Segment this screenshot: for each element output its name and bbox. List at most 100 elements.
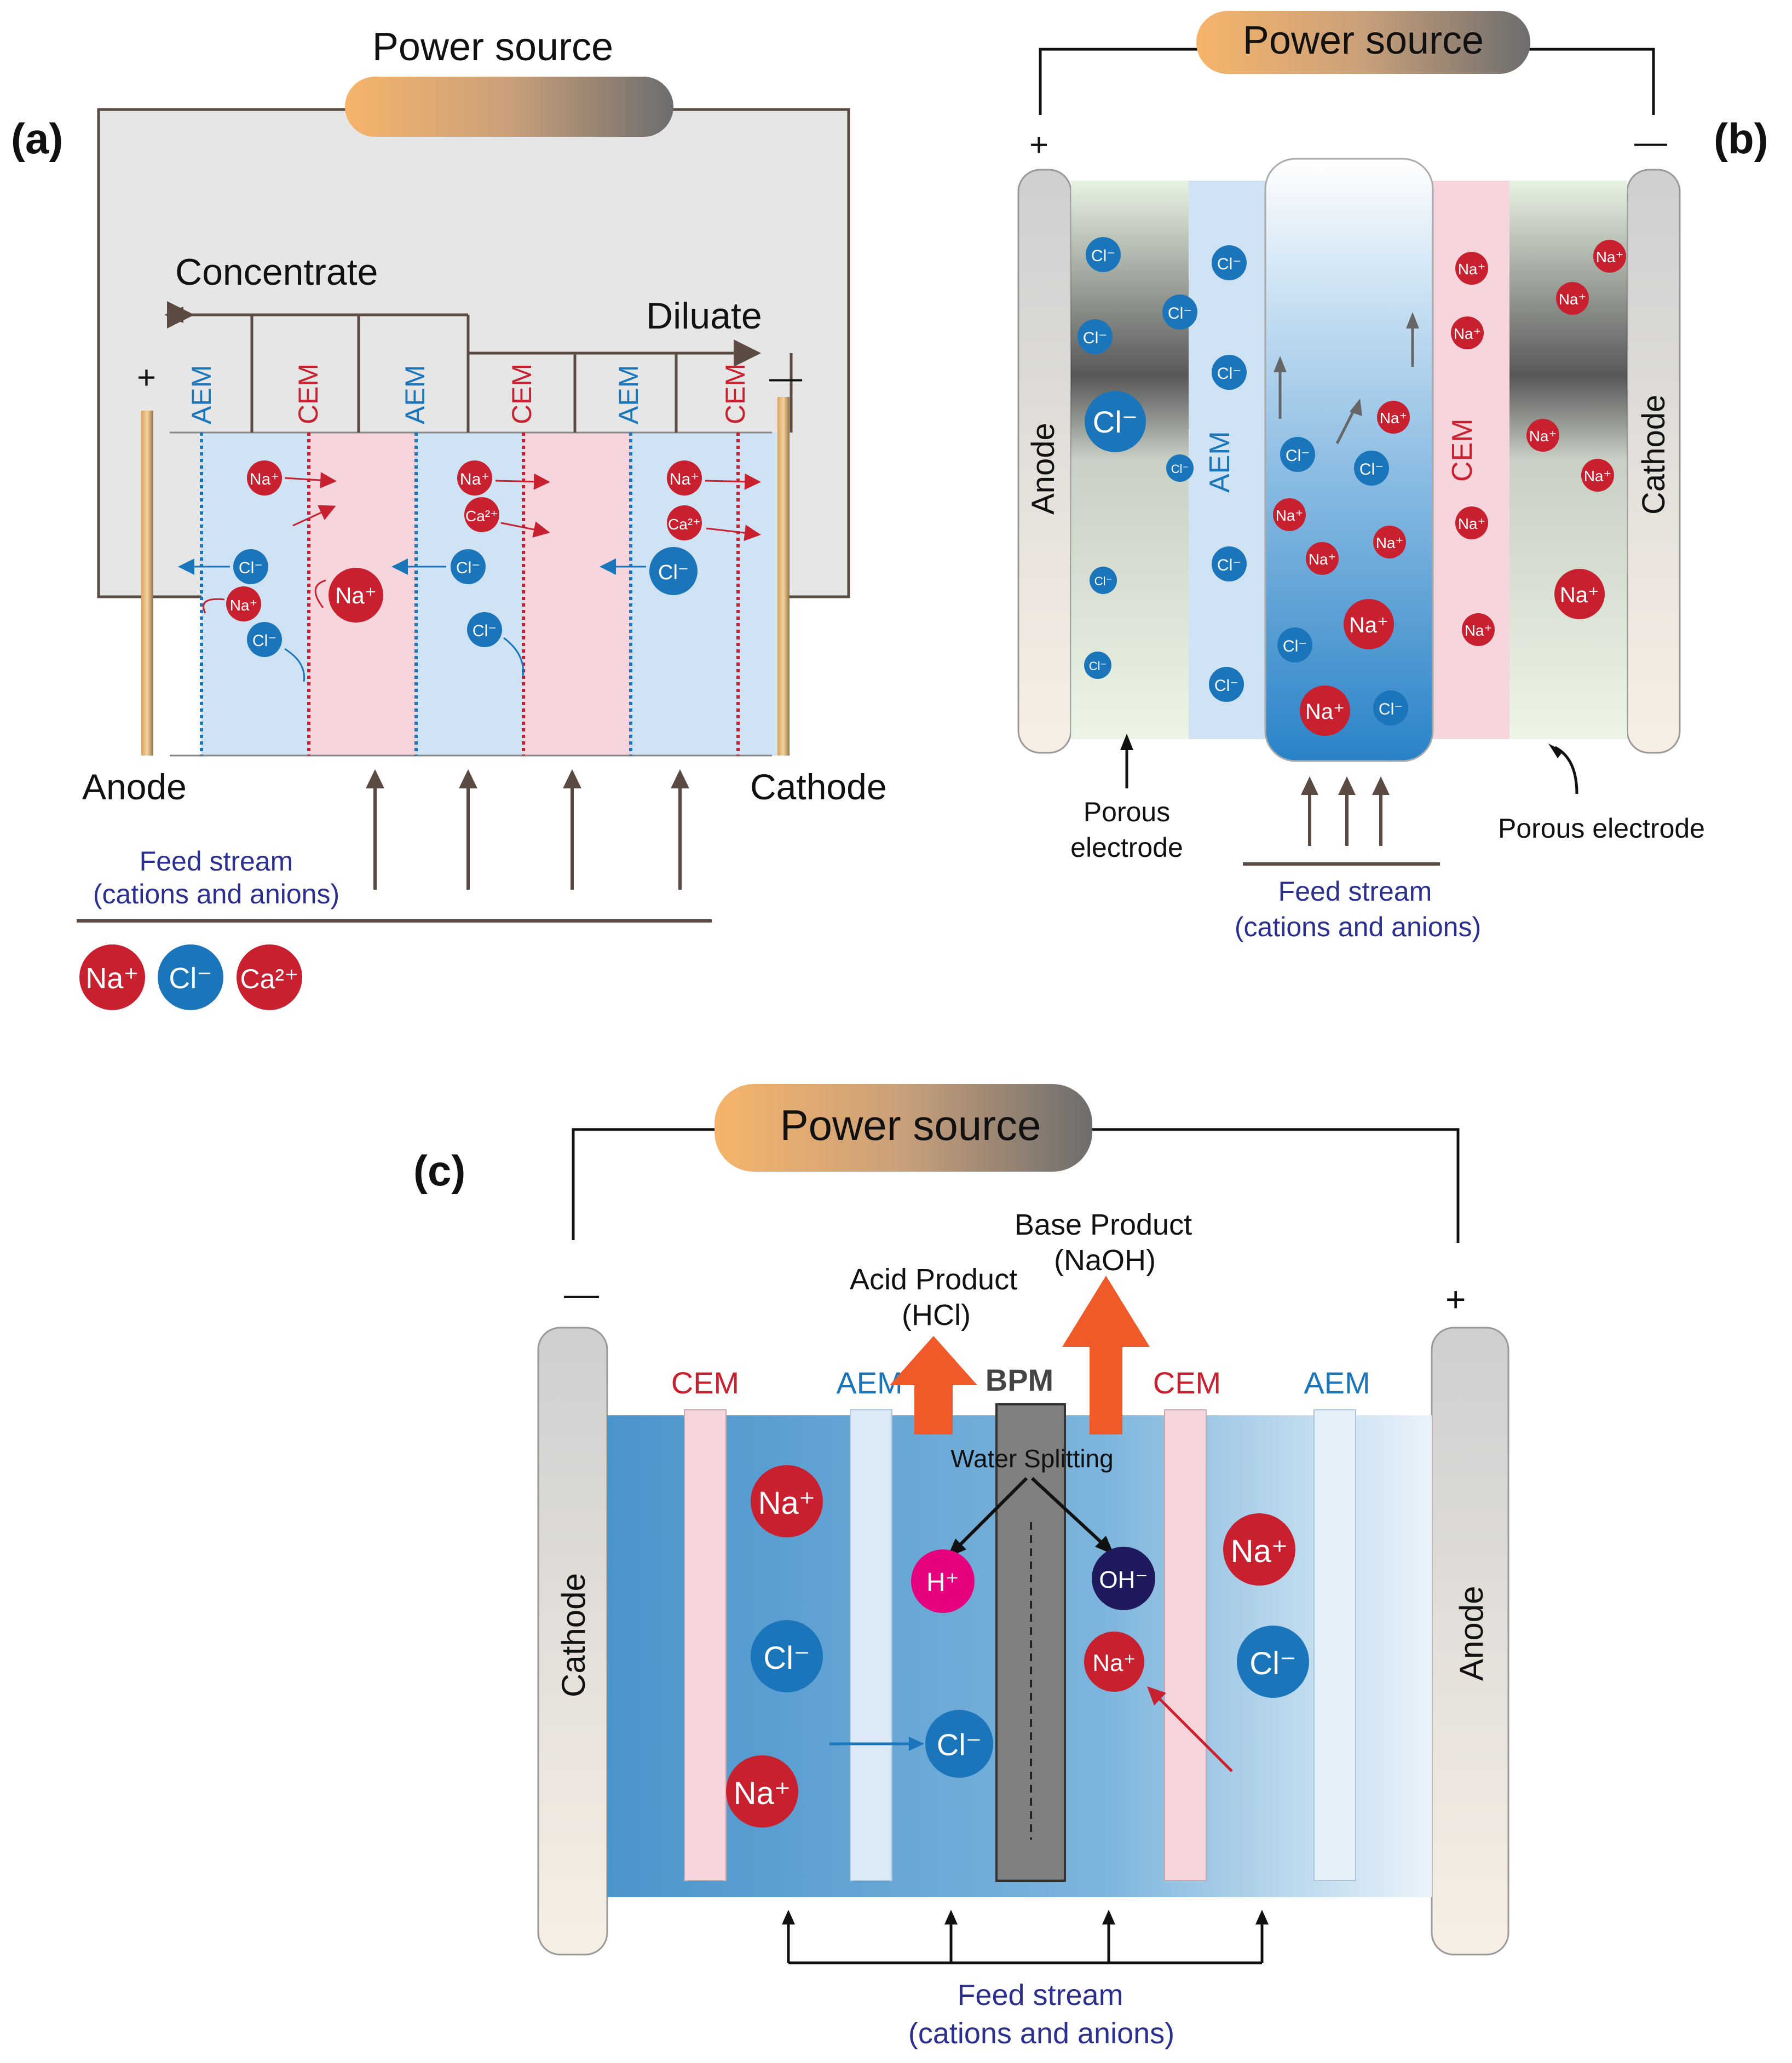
anion-ion: [751, 1620, 823, 1692]
panel-c-feed-label-2: (cations and anions): [908, 2017, 1174, 2050]
panel-b-flow-arrowheads: [1274, 312, 1419, 416]
cl-ion-label: Cl⁻: [1091, 247, 1115, 265]
panel-c-aem-2: [1313, 1409, 1356, 1881]
panel-a-cathode-rod: [777, 397, 790, 756]
panel-a-manifolds: [167, 301, 793, 433]
panel-c-split-arrow-left: [954, 1477, 1028, 1551]
na-ion-label: Na⁺: [250, 470, 279, 488]
anion-ion: [1166, 454, 1194, 482]
cation-ion: [1526, 419, 1559, 452]
panel-a-feed-arrowheads: [366, 769, 689, 788]
panel-b-porous-left-label-2: electrode: [1070, 832, 1183, 863]
cation-ion: [726, 1755, 798, 1828]
cl-ion-label: Cl⁻: [1217, 556, 1241, 574]
rejection-arrow: [314, 579, 326, 608]
cl-ion-label: Cl⁻: [1379, 700, 1403, 718]
cl-ion-label: Cl⁻: [1083, 329, 1107, 347]
cation-ion: [464, 497, 499, 532]
na-ion-label: Na⁺: [1092, 1650, 1136, 1676]
panel-a-ions: Na⁺ Cl⁻ Na⁺ Cl⁻ Na⁺ Na⁺ Ca²⁺ Cl⁻: [178, 460, 761, 682]
na-ion-label: Na⁺: [1465, 622, 1493, 639]
na-ion-label: Na⁺: [1376, 534, 1404, 551]
panel-a-anode-rod: [141, 411, 153, 756]
panel-a-diluate-label: Diluate: [646, 295, 762, 337]
panel-a-plus: +: [137, 359, 156, 396]
panel-c-split-arrow-right: [1030, 1477, 1108, 1548]
panel-b-porous-left-arrowhead: [1120, 734, 1133, 750]
h-ion-label: H⁺: [926, 1568, 959, 1597]
anion-ion: [1077, 319, 1113, 354]
panel-b-feed-label-1: Feed stream: [1278, 876, 1432, 907]
panel-a-feed-label-1: Feed stream: [140, 846, 293, 877]
anion-ion: [247, 622, 282, 657]
panel-b-cem-label: CEM: [1447, 418, 1478, 482]
panel-a-feed-arrows: [373, 783, 682, 890]
panel-c-aem-1: [850, 1409, 892, 1881]
panel-c-power-source: [715, 1084, 1092, 1172]
panel-a-label: (a): [11, 114, 63, 163]
panel-a-minus: —: [769, 359, 802, 396]
na-ion-label: Na⁺: [1458, 261, 1486, 278]
na-ion-label: Na⁺: [1560, 583, 1599, 607]
panel-b-porous-right-label: Porous electrode: [1498, 813, 1705, 844]
panel-c-feed-arrows: [787, 1919, 1264, 1964]
na-ion-label: Na⁺: [1349, 613, 1388, 637]
cl-ion-label: Cl⁻: [1217, 365, 1241, 383]
ca-ion-label: Ca²⁺: [668, 516, 701, 533]
cation-ion: [1300, 685, 1350, 736]
panel-c-acid-label-2: (HCl): [902, 1299, 971, 1332]
anion-ion: [1084, 652, 1111, 679]
anion-ion: [451, 549, 486, 584]
panel-c-na-arrowhead: [1147, 1686, 1166, 1705]
ca-ion-label: Ca²⁺: [465, 508, 498, 525]
cl-ion-label: Cl⁻: [473, 622, 497, 640]
panel-b-porous-electrode-right: [1509, 181, 1627, 739]
panel-c-cem-1-label: CEM: [671, 1365, 739, 1400]
cation-ion: [247, 460, 282, 495]
panel-b-wire-right: [1528, 48, 1655, 115]
na-ion-label: Na⁺: [1309, 551, 1336, 568]
panel-b-minus: —: [1634, 124, 1667, 160]
legend-cl-label: Cl⁻: [169, 962, 212, 995]
ca-migration-arrow: [500, 521, 550, 538]
na-migration-arrow: [284, 472, 337, 489]
panel-a-power-source: [345, 77, 673, 137]
anion-ion: [1212, 546, 1247, 581]
panel-a-cem-label-3: CEM: [720, 364, 751, 424]
panel-b-ions: Cl⁻ Cl⁻ Cl⁻ Cl⁻ Cl⁻ Cl⁻ Cl⁻ Cl⁻ Cl⁻ Cl⁻ …: [1077, 237, 1626, 736]
panel-c: (c) Power source — + Cathode Anode CEM A…: [413, 1084, 1509, 2050]
panel-c-plus: +: [1445, 1280, 1466, 1319]
cation-ion: [1462, 613, 1495, 646]
legend-ca-icon: [237, 944, 302, 1010]
anion-ion: [1212, 355, 1247, 390]
na-ion-label: Na⁺: [460, 470, 489, 488]
na-ion-label: Na⁺: [1454, 325, 1482, 342]
panel-b-label: (b): [1714, 114, 1768, 163]
panel-b-porous-left-label-1: Porous: [1084, 797, 1170, 827]
cl-ion-label: Cl⁻: [252, 632, 276, 650]
na-ion-label: Na⁺: [1559, 291, 1587, 308]
panel-c-power-source-label: Power source: [780, 1101, 1041, 1149]
anion-ion: [1086, 237, 1121, 272]
panel-a-concentrate-label: Concentrate: [175, 251, 378, 293]
cl-ion-label: Cl⁻: [937, 1727, 982, 1762]
anion-ion: [1162, 295, 1197, 330]
cl-ion-label: Cl⁻: [1094, 574, 1112, 588]
cl-ion-label: Cl⁻: [1214, 677, 1238, 695]
cation-ion: [1581, 459, 1614, 492]
rejection-arrow: [203, 598, 225, 614]
na-ion-label: Na⁺: [335, 583, 377, 608]
panel-b-anode-label: Anode: [1025, 423, 1061, 515]
panel-b-feed-arrowheads: [1301, 776, 1390, 795]
cation-ion: [1455, 252, 1488, 285]
cation-ion: [1273, 498, 1306, 531]
panel-b-porous-right-arrowhead: [1548, 744, 1563, 758]
cl-ion-label: Cl⁻: [456, 559, 480, 577]
rejection-arrow: [284, 648, 306, 682]
na-ion-label: Na⁺: [1584, 468, 1612, 485]
panel-b-plus: +: [1029, 126, 1048, 163]
cl-ion-label: Cl⁻: [1359, 460, 1384, 479]
cation-ion: [1306, 542, 1339, 575]
cation-ion: [667, 505, 702, 540]
